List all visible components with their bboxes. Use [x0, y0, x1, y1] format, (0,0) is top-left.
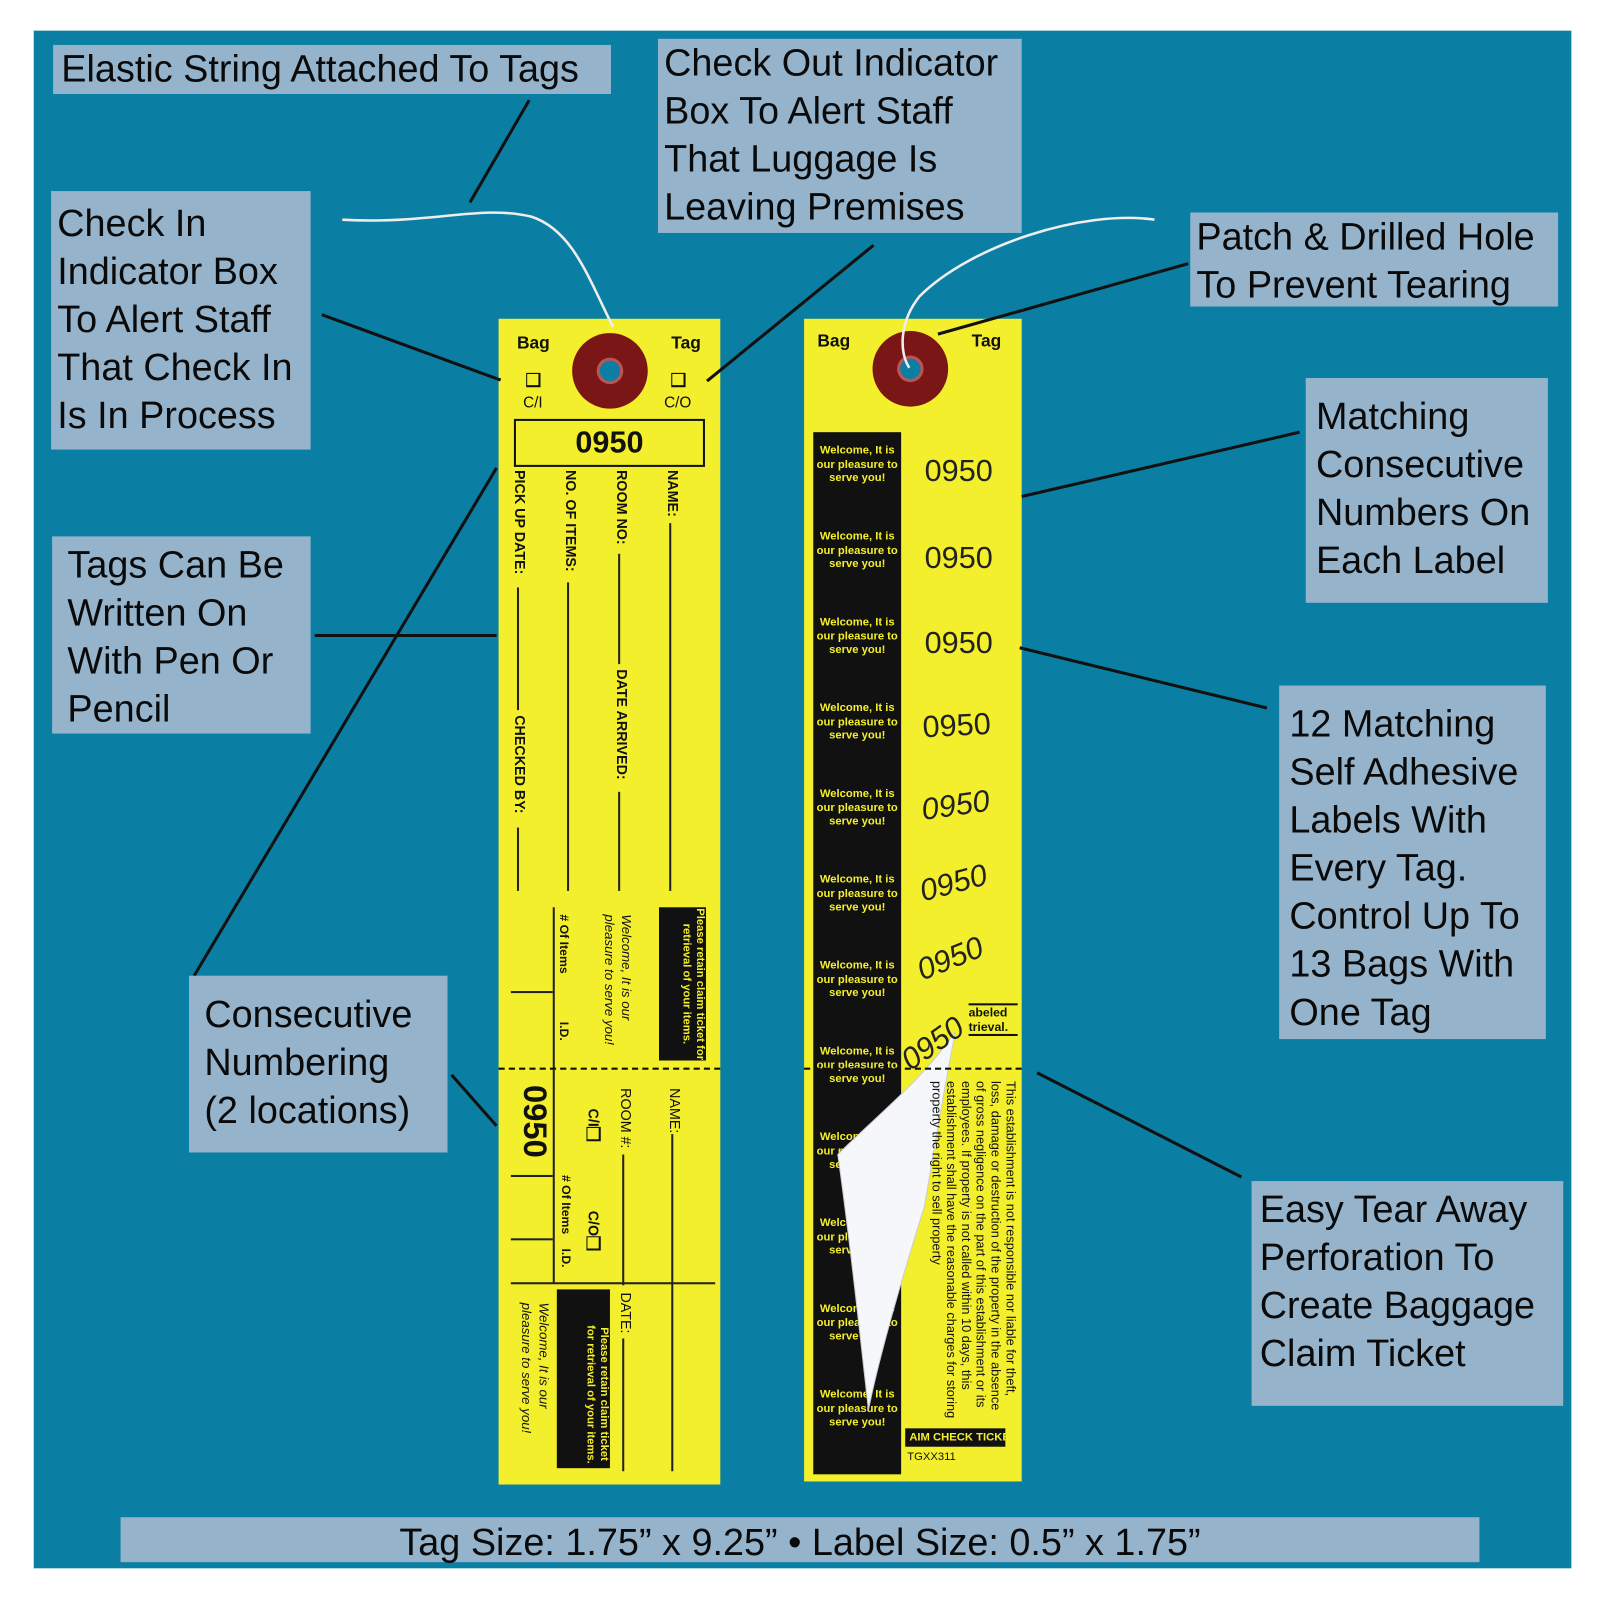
callout-line: Every Tag.: [1289, 846, 1468, 889]
tag-number: 0950: [513, 418, 705, 467]
elastic-string: [342, 211, 615, 328]
adhesive-label[interactable]: Welcome, It is our pleasure to serve you…: [816, 444, 898, 485]
adhesive-label[interactable]: Welcome, It is our pleasure to serve you…: [816, 959, 898, 1000]
callout-line: With Pen Or: [67, 639, 274, 682]
callout-line: Patch & Drilled Hole: [1196, 215, 1535, 258]
date-arrived-field-label: DATE ARRIVED:: [614, 669, 631, 780]
callout-line: Box To Alert Staff: [664, 89, 953, 132]
callout-line: Written On: [67, 591, 248, 634]
callout-line: Create Baggage: [1259, 1284, 1536, 1327]
back-perforation-line[interactable]: [804, 1067, 1022, 1070]
callout-line: Tags Can Be: [67, 543, 284, 586]
label-number: 0950: [924, 454, 993, 489]
adhesive-label[interactable]: Welcome, It is our pleasure to serve you…: [816, 530, 898, 571]
callout-line: Leaving Premises: [664, 185, 965, 228]
callout-line: One Tag: [1289, 991, 1432, 1033]
callout-line: 12 Matching: [1289, 702, 1496, 745]
adhesive-label[interactable]: Welcome, It is our pleasure to serve you…: [816, 701, 898, 742]
label-number: 0950: [924, 541, 993, 576]
callout-elastic-string: Elastic String Attached To Tags: [53, 44, 611, 94]
callout-line: Matching: [1315, 395, 1470, 438]
reinforced-patch-hole: [572, 333, 648, 409]
id-label: I.D.: [556, 1021, 572, 1041]
callout-line: Check In: [57, 202, 207, 245]
callout-line: That Luggage Is: [664, 137, 938, 180]
callout-written-on: Tags Can Be Written On With Pen Or Pencil: [52, 536, 311, 734]
back-bag-label: Bag: [817, 331, 851, 351]
label-number: 0950: [924, 626, 993, 661]
callout-line: Numbers On: [1315, 491, 1531, 534]
tag-label: Tag: [671, 333, 701, 353]
stub-check-in-label: C/I: [585, 1109, 602, 1142]
callout-line: Control Up To: [1289, 895, 1520, 937]
callout-line: Easy Tear Away: [1259, 1188, 1528, 1231]
callout-line: To Prevent Tearing: [1196, 263, 1511, 306]
name-field-label: NAME:: [665, 469, 682, 517]
callout-line: Perforation To: [1259, 1236, 1495, 1279]
no-of-items-field-label: NO. OF ITEMS:: [562, 469, 580, 572]
callout-line: Each Label: [1315, 539, 1506, 582]
elastic-string-back: [901, 216, 1155, 369]
stub-id-label: I.D.: [558, 1248, 574, 1268]
callout-line: Consecutive: [1315, 443, 1524, 486]
callout-line: Numbering: [204, 1041, 390, 1084]
checked-by-field-label: CHECKED BY:: [511, 715, 529, 814]
adhesive-label[interactable]: Welcome, It is our pleasure to serve you…: [816, 616, 898, 656]
stub-date-label: DATE:: [618, 1292, 635, 1334]
callout-line: Elastic String Attached To Tags: [61, 48, 579, 90]
claim-check-ticket-banner: AIM CHECK TICKET: [905, 1428, 1017, 1447]
stub-retain-notice: Please retain claim ticket for retrieval…: [556, 1289, 610, 1469]
stub-welcome-message: Welcome, It is our pleasure to serve you…: [519, 1302, 552, 1434]
perforation-line[interactable]: [498, 1067, 721, 1070]
adhesive-label[interactable]: Welcome, It is our pleasure to serve you…: [816, 787, 898, 828]
of-items-label: # Of Items: [556, 914, 572, 974]
bag-label: Bag: [516, 333, 550, 353]
adhesive-label[interactable]: Welcome, It is our pleasure to serve you…: [816, 873, 898, 914]
callout-line: 13 Bags With: [1289, 943, 1515, 985]
stub-number: 0950: [516, 1085, 554, 1158]
callout-line: Self Adhesive: [1289, 750, 1519, 793]
callout-patch-hole: Patch & Drilled Hole To Prevent Tearing: [1190, 212, 1559, 307]
stub-check-out-label: C/O: [585, 1211, 602, 1251]
stub-name-label: NAME:: [667, 1088, 684, 1134]
retain-ticket-notice: Please retain claim ticket for retrieval…: [658, 907, 706, 1061]
check-out-label: C/O: [664, 394, 692, 412]
product-code: TGXX311: [907, 1450, 956, 1464]
callout-line: That Check In: [57, 346, 293, 389]
callout-line: Is In Process: [57, 394, 276, 437]
room-no-field-label: ROOM NO:: [614, 469, 631, 545]
pickup-date-field-label: PICK UP DATE:: [511, 469, 529, 575]
size-footer: Tag Size: 1.75” x 9.25” • Label Size: 0.…: [120, 1517, 1480, 1563]
adhesive-label[interactable]: Welcome, It is our pleasure to serve you…: [816, 1388, 898, 1429]
callout-line: Pencil: [67, 687, 171, 730]
callout-line: Claim Ticket: [1259, 1332, 1466, 1375]
check-in-box: [526, 372, 541, 392]
back-patch-hole: [872, 331, 949, 407]
callout-line: (2 locations): [204, 1089, 411, 1132]
partial-label-text: abeled trieval.: [968, 1003, 1018, 1037]
stub-room-label: ROOM #:: [618, 1088, 635, 1149]
stub-of-items-label: # Of Items: [558, 1174, 574, 1235]
liability-disclaimer: This establishment is not responsible no…: [929, 1080, 1018, 1419]
callout-line: Consecutive: [204, 993, 413, 1035]
callout-line: Indicator Box: [57, 250, 278, 293]
callout-line: Check Out Indicator: [664, 41, 999, 84]
back-tag-label: Tag: [971, 331, 1002, 351]
check-out-box: [671, 372, 686, 392]
check-in-label: C/I: [523, 394, 543, 412]
callout-line: Labels With: [1289, 798, 1487, 841]
welcome-message: Welcome, It is our pleasure to serve you…: [601, 914, 635, 1046]
callout-line: To Alert Staff: [57, 298, 271, 341]
